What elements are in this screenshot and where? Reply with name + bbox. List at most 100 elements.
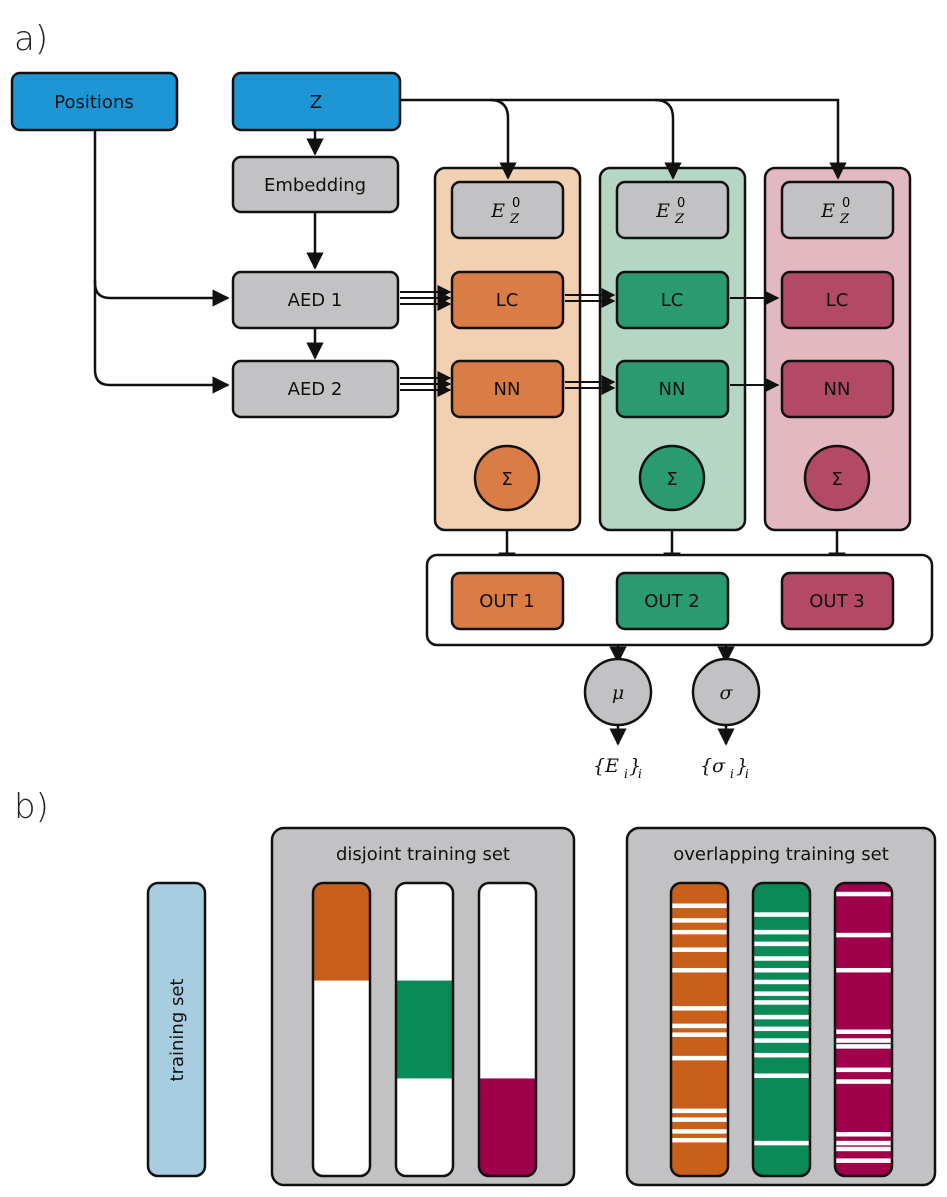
sum-label-2: Σ <box>666 469 677 490</box>
overlap-gap-stripe <box>671 918 728 923</box>
disjoint-bar-outline-1 <box>311 881 372 1178</box>
disjoint-bars <box>311 881 538 1178</box>
sigma-output-text: {σ <box>700 755 726 777</box>
overlap-gap-stripe <box>671 1129 728 1134</box>
sigma-label: σ <box>720 682 734 704</box>
sigma-output-close: } <box>736 755 748 777</box>
nn-label-2: NN <box>659 379 686 400</box>
overlapping-bar-outline-2 <box>751 881 812 1178</box>
overlapping-title: overlapping training set <box>673 844 889 865</box>
embedding-label: Embedding <box>264 175 366 196</box>
training-set-bar <box>146 881 207 1178</box>
overlap-gap-stripe <box>753 956 810 961</box>
e0z-box-3 <box>780 180 895 240</box>
overlap-gap-stripe <box>753 1052 810 1058</box>
overlap-gap-stripe <box>671 1023 728 1029</box>
overlap-gap-stripe <box>753 991 810 996</box>
sum-node-3 <box>803 444 871 512</box>
overlap-gap-stripe <box>671 1006 728 1011</box>
positions-label: Positions <box>54 92 133 113</box>
overlapping-bar-outline-3 <box>833 881 894 1178</box>
training-set-label: training set <box>167 979 188 1082</box>
overlapping-bar-3 <box>835 883 892 1176</box>
overlap-gap-stripe <box>753 1026 810 1032</box>
disjoint-bar-2 <box>396 883 453 1176</box>
z-input-box <box>231 71 402 132</box>
lc-box-1 <box>450 270 565 330</box>
overlap-gap-stripe <box>671 1108 728 1114</box>
sum-label-3: Σ <box>831 469 842 490</box>
overlap-gap-stripe <box>753 967 810 973</box>
nn-box-2 <box>615 359 730 419</box>
e0z-label-2: E <box>655 200 670 222</box>
out3-box <box>780 571 895 631</box>
overlap-gap-stripe <box>835 891 892 897</box>
disjoint-segment-orange <box>313 883 370 981</box>
overlap-gap-stripe <box>671 1137 728 1143</box>
e0z-sub-2: Z <box>674 212 685 227</box>
e0z-sup-2: 0 <box>677 196 685 211</box>
aed-to-col1-arrows <box>400 285 780 397</box>
out2-box <box>615 571 730 631</box>
disjoint-segment-magenta <box>479 1078 536 1176</box>
sum-label-1: Σ <box>501 469 512 490</box>
disjoint-bar-outline-3 <box>477 881 538 1178</box>
overlap-gap-stripe <box>835 1067 892 1073</box>
overlapping-bars <box>669 881 894 1178</box>
overlapping-bar-outline-1 <box>669 881 730 1178</box>
overlap-gap-stripe <box>753 1014 810 1020</box>
overlap-gap-stripe <box>835 967 892 973</box>
panel-a-label: a) <box>14 19 48 59</box>
overlapping-bar-1 <box>671 883 728 1176</box>
overlap-gap-stripe <box>835 1029 892 1034</box>
embedding-box <box>231 155 400 214</box>
disjoint-bar-1 <box>313 883 370 1176</box>
aed2-box <box>231 359 400 419</box>
e0z-sup-1: 0 <box>512 196 520 211</box>
overlap-gap-stripe <box>835 1132 892 1137</box>
overlap-gap-stripe <box>835 932 892 938</box>
overlap-gap-stripe <box>835 1044 892 1049</box>
overlap-gap-stripe <box>835 1158 892 1163</box>
e0z-label-1: E <box>490 200 505 222</box>
e0z-sub-1: Z <box>509 212 520 227</box>
overlap-gap-stripe <box>671 903 728 909</box>
overlap-gap-stripe <box>753 1140 810 1146</box>
e0z-box-2 <box>615 180 730 240</box>
overlap-gap-stripe <box>671 967 728 973</box>
aed2-label: AED 2 <box>288 379 343 400</box>
e0z-sub-3: Z <box>839 212 850 227</box>
sum-node-2 <box>638 444 706 512</box>
mu-output: {E i } i <box>593 755 642 781</box>
lc-label-2: LC <box>661 290 684 311</box>
overlap-gap-stripe <box>753 1000 810 1005</box>
overlap-gap-stripe <box>753 979 810 985</box>
e0z-sup-3: 0 <box>842 196 850 211</box>
overlap-gap-stripe <box>835 1079 892 1084</box>
sigma-output: {σ i } i <box>700 755 749 781</box>
positions-input-box <box>10 71 179 132</box>
lc-box-2 <box>615 270 730 330</box>
z-connectors <box>93 98 847 394</box>
mu-output-close: } <box>629 755 641 777</box>
e0z-label-3: E <box>820 200 835 222</box>
overlap-gap-stripe <box>753 1038 810 1043</box>
nn-label-1: NN <box>494 379 521 400</box>
lc-label-1: LC <box>496 290 519 311</box>
mu-label: μ <box>612 682 624 704</box>
aed1-label: AED 1 <box>288 290 343 311</box>
disjoint-bar-3 <box>479 883 536 1176</box>
panel-b-label: b) <box>14 787 49 827</box>
column-2: E 0 Z LC NN Σ <box>615 180 730 512</box>
overlap-gap-stripe <box>671 1032 728 1037</box>
column-1: E 0 Z LC NN Σ <box>450 180 565 512</box>
mu-output-sub2: i <box>638 767 642 781</box>
overlap-gap-stripe <box>671 947 728 952</box>
mu-output-sub: i <box>624 767 628 781</box>
lc-box-3 <box>780 270 895 330</box>
nn-box-3 <box>780 359 895 419</box>
sum-node-1 <box>473 444 541 512</box>
overlap-gap-stripe <box>671 1055 728 1061</box>
overlap-gap-stripe <box>753 912 810 917</box>
